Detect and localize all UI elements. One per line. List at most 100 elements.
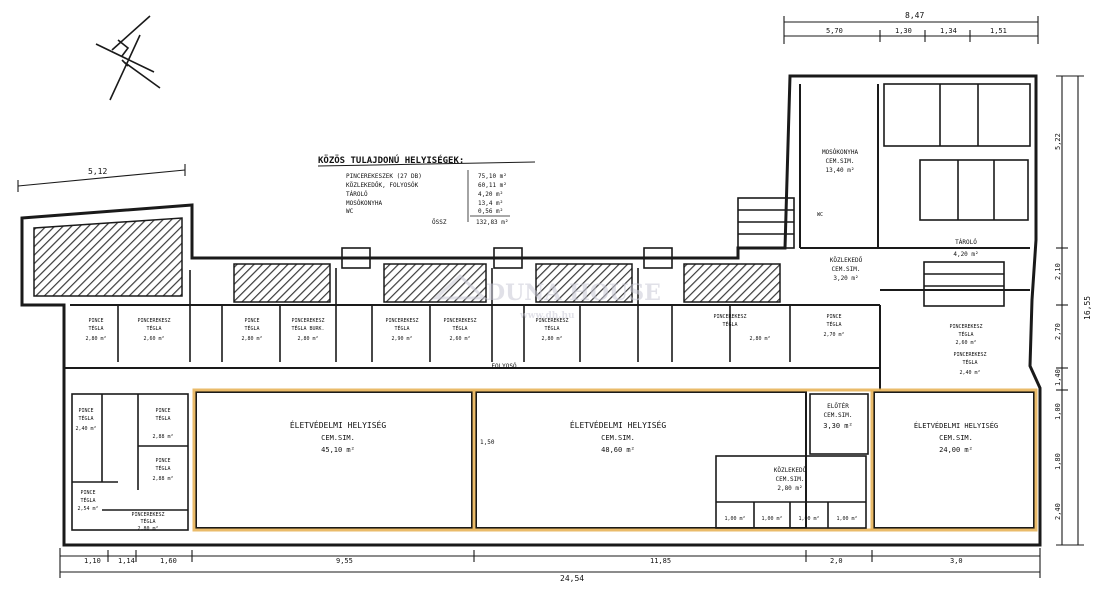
cell-area: 2,60 m² bbox=[449, 336, 470, 342]
room-name: FOLYOSÓ bbox=[491, 363, 517, 370]
house-logo-icon bbox=[432, 273, 488, 300]
hatched-fill bbox=[33, 217, 781, 303]
small-cell-labels: 1,00 m² 1,00 m² 1,00 m² 1,00 m² bbox=[724, 516, 857, 522]
building-walls bbox=[20, 74, 1042, 547]
cell-area: 2,80 m² bbox=[241, 336, 262, 342]
shelter-rooms bbox=[192, 388, 1038, 532]
dim-right-part: 2,70 bbox=[1054, 323, 1062, 340]
room-name: ELŐTÉR bbox=[827, 402, 849, 410]
cell-sub: TÉGLA bbox=[88, 324, 103, 332]
legend-title: KÖZÖS TULAJDONÚ HELYISÉGEK: bbox=[318, 154, 464, 166]
cell-name: PINCEREKESZ bbox=[953, 352, 986, 358]
cell-area: 2,40 m² bbox=[959, 370, 980, 376]
cell-area: 2,88 m² bbox=[152, 434, 173, 440]
room-area: 2,80 m² bbox=[777, 485, 802, 492]
dim-top-part: 1,34 bbox=[940, 27, 957, 35]
right-dimension-chain bbox=[1056, 75, 1084, 546]
shelter-wall-dim: 1,50 bbox=[480, 439, 495, 446]
cell-name: PINCEREKESZ bbox=[535, 318, 568, 324]
room-floor: CEM.SIM. bbox=[824, 412, 853, 419]
cell-area: 1,00 m² bbox=[798, 516, 819, 522]
dim-bottom-part: 1,10 bbox=[84, 557, 101, 565]
room-area: 3,30 m² bbox=[823, 422, 853, 430]
dim-right-part: 2,10 bbox=[1054, 263, 1062, 280]
bottom-dimension-chain bbox=[59, 548, 1041, 578]
cell-sub: TÉGLA bbox=[962, 358, 977, 366]
dim-top-part: 5,70 bbox=[826, 27, 843, 35]
room-area: 3,20 m² bbox=[833, 275, 858, 282]
cell-sub: TÉGLA bbox=[155, 414, 170, 422]
cell-area: 1,00 m² bbox=[761, 516, 782, 522]
room-labels: MOSÓKONYHA CEM.SIM. 13,40 m² TÁROLÓ 4,20… bbox=[491, 149, 978, 492]
left-storage-block bbox=[71, 393, 189, 531]
cell-area: 2,80 m² bbox=[749, 336, 770, 342]
legend-value: 60,11 m² bbox=[478, 182, 507, 189]
room-name: MOSÓKONYHA bbox=[822, 149, 859, 156]
shelter-floor: CEM.SIM. bbox=[601, 434, 635, 442]
room-name: KÖZLEKEDŐ bbox=[830, 257, 863, 264]
legend-value: 0,56 m² bbox=[478, 208, 503, 215]
storage-row-top bbox=[117, 247, 791, 362]
legend-label: PINCEREKESZEK (27 DB) bbox=[346, 173, 422, 180]
north-arrow-icon bbox=[95, 15, 161, 101]
cell-sub: TÉGLA bbox=[80, 496, 95, 504]
legend-value: 13,4 m² bbox=[478, 200, 503, 207]
cell-name: PINCE bbox=[155, 458, 170, 464]
cell-sub: TÉGLA bbox=[140, 517, 155, 525]
lower-middle-block bbox=[715, 393, 869, 529]
cell-name: PINCE bbox=[155, 408, 170, 414]
room-area: 4,20 m² bbox=[953, 251, 978, 258]
cell-sub: TÉGLA bbox=[826, 320, 841, 328]
legend-table: KÖZÖS TULAJDONÚ HELYISÉGEK: PINCEREKESZE… bbox=[317, 154, 536, 226]
cell-sub: TÉGLA bbox=[146, 324, 161, 332]
shelter-area: 24,00 m² bbox=[939, 446, 973, 454]
watermark-brand: DUNA HOUSE bbox=[486, 280, 661, 306]
left-dimension bbox=[17, 164, 186, 192]
legend-value: 4,20 m² bbox=[478, 191, 503, 198]
cell-sub: TÉGLA bbox=[244, 324, 259, 332]
cell-area: 1,00 m² bbox=[724, 516, 745, 522]
upper-right-cells bbox=[737, 83, 1031, 307]
cell-sub: TÉGLA bbox=[544, 324, 559, 332]
shelter-name: ÉLETVÉDELMI HELYISÉG bbox=[914, 421, 998, 430]
cell-sub: TÉGLA BURK. bbox=[291, 324, 324, 332]
shelter-area: 48,60 m² bbox=[601, 446, 635, 454]
cell-sub: TÉGLA bbox=[958, 330, 973, 338]
cell-area: 2,80 m² bbox=[137, 526, 158, 532]
dim-bottom-part: 11,85 bbox=[650, 557, 671, 565]
dim-top-part: 1,51 bbox=[990, 27, 1007, 35]
cell-name: PINCEREKESZ bbox=[291, 318, 324, 324]
legend-label: ÖSSZ bbox=[432, 219, 447, 226]
room-name: WC bbox=[817, 212, 823, 218]
cell-area: 2,54 m² bbox=[77, 506, 98, 512]
cell-area: 2,60 m² bbox=[955, 340, 976, 346]
watermark-url: www.dh.hu bbox=[519, 311, 575, 321]
cell-area: 2,88 m² bbox=[152, 476, 173, 482]
cell-area: 2,90 m² bbox=[391, 336, 412, 342]
cell-sub: TÉGLA bbox=[78, 414, 93, 422]
cell-sub: TÉGLA bbox=[722, 320, 737, 328]
shelter-floor: CEM.SIM. bbox=[321, 434, 355, 442]
cell-name: PINCE bbox=[78, 408, 93, 414]
legend-label: TÁROLÓ bbox=[346, 191, 368, 198]
cell-area: 2,80 m² bbox=[541, 336, 562, 342]
right-block-labels: PINCEREKESZ TÉGLA 2,60 m² PINCEREKESZ TÉ… bbox=[949, 324, 986, 376]
room-area: 13,40 m² bbox=[826, 167, 855, 174]
cell-area: 2,70 m² bbox=[823, 332, 844, 338]
shelter-area: 45,10 m² bbox=[321, 446, 355, 454]
left-block-labels: PINCE TÉGLA 2,40 m² PINCE TÉGLA 2,88 m² … bbox=[75, 408, 173, 532]
cell-name: PINCE bbox=[244, 318, 259, 324]
legend-value: 75,10 m² bbox=[478, 173, 507, 180]
dim-bottom-part: 3,0 bbox=[950, 557, 963, 565]
cell-name: PINCEREKESZ bbox=[131, 512, 164, 518]
cell-area: 1,00 m² bbox=[836, 516, 857, 522]
dim-top-part: 1,30 bbox=[895, 27, 912, 35]
room-name: TÁROLÓ bbox=[955, 239, 977, 246]
room-floor: CEM.SIM. bbox=[832, 266, 861, 273]
legend-label: KÖZLEKEDŐK, FOLYOSÓK bbox=[346, 182, 419, 189]
dim-right-part: 5,22 bbox=[1054, 133, 1062, 150]
cell-sub: TÉGLA bbox=[155, 464, 170, 472]
legend-label: MOSÓKONYHA bbox=[346, 200, 383, 207]
cell-name: PINCEREKESZ bbox=[385, 318, 418, 324]
